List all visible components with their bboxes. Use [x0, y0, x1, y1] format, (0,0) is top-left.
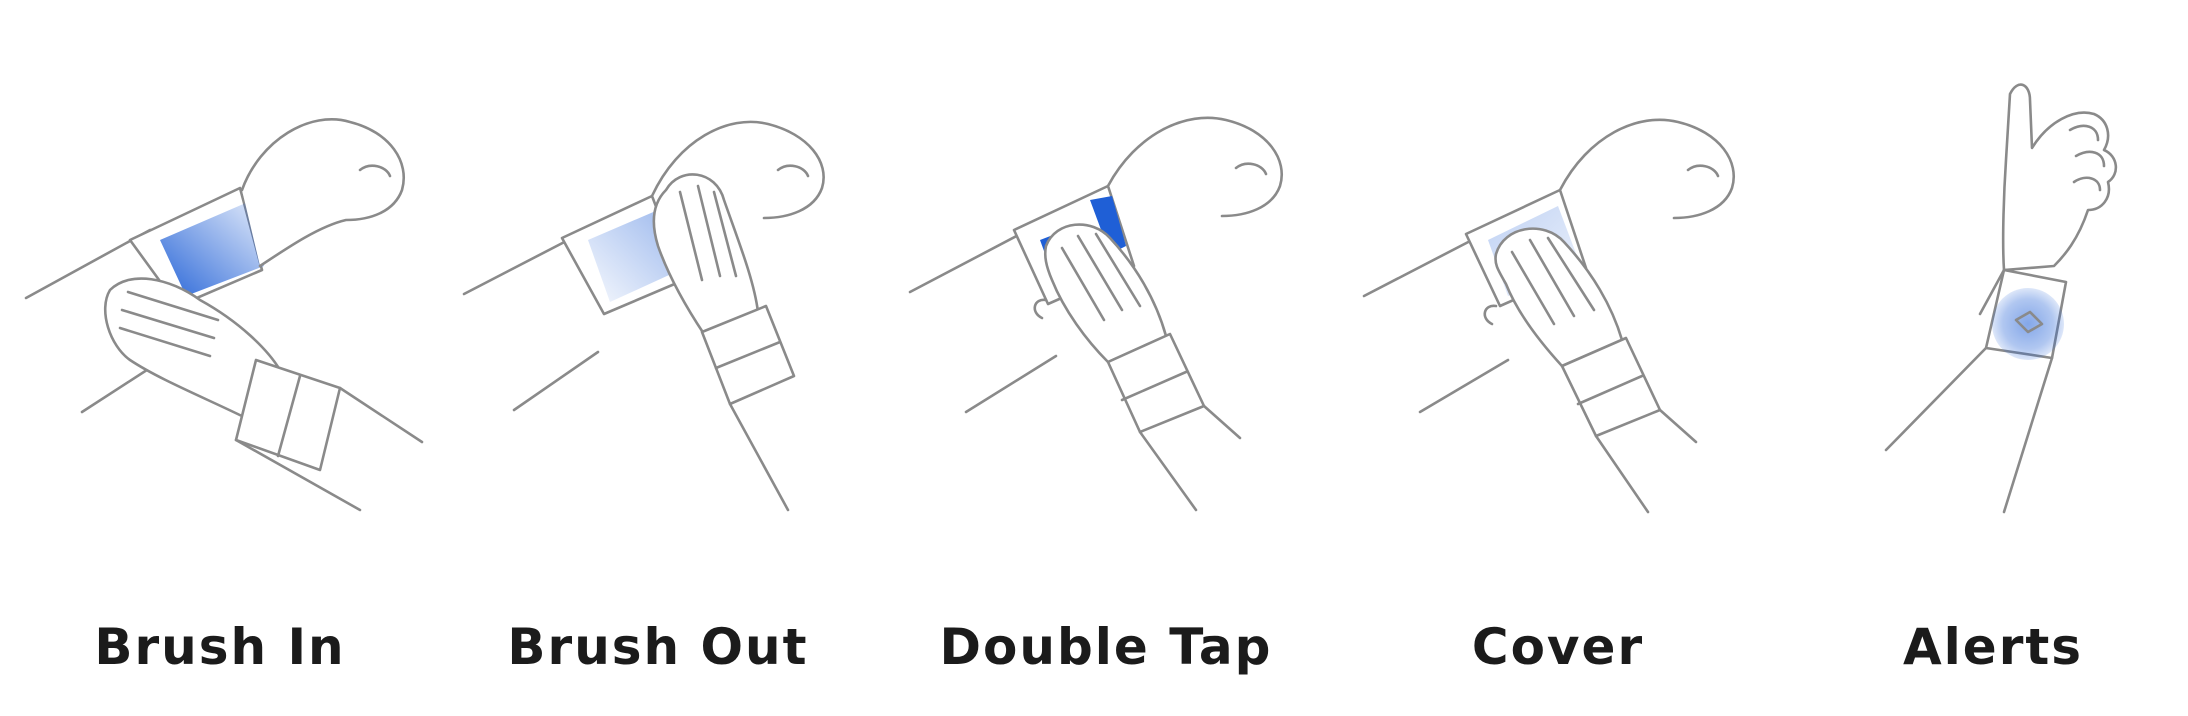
finger-line-3: [712, 190, 738, 278]
worn-wrist-hand: [1558, 118, 1735, 220]
sleeve-edge-line: [24, 228, 152, 300]
cover-illustration: [1362, 118, 1735, 514]
finger-line-1: [1060, 246, 1106, 322]
finger-line-1: [2068, 124, 2100, 142]
alert-device-icon: [2014, 310, 2044, 334]
tap-highlight-2: [1090, 196, 1126, 254]
gesture-brush-out: Brush Out: [448, 0, 868, 716]
wrist-band-screen-glow: [160, 202, 264, 296]
finger-line-3: [2072, 176, 2102, 192]
arm-edge-line: [964, 354, 1058, 414]
gesture-cover: Cover: [1348, 0, 1768, 716]
gesture-brush-in: Brush In: [10, 0, 430, 716]
forearm-lower-line: [1594, 434, 1650, 514]
arm-edge-line: [512, 350, 600, 412]
forearm-lower-line: [728, 402, 790, 512]
forearm-right-line: [2002, 356, 2054, 514]
forearm-upper-line: [338, 386, 424, 444]
gesture-label-double-tap: Double Tap: [939, 618, 1273, 676]
gesture-label-brush-in: Brush In: [94, 618, 346, 676]
finger-line-3: [1546, 236, 1596, 312]
finger-line-1: [1510, 250, 1556, 326]
arm-edge-line: [1418, 358, 1510, 414]
raised-hand: [2001, 83, 2118, 272]
alerts-illustration: [1884, 83, 2118, 514]
thumb-line: [358, 164, 392, 178]
gesture-label-brush-out: Brush Out: [507, 618, 809, 676]
cuff-seam: [1576, 374, 1644, 406]
finger-line-2: [120, 308, 216, 340]
cuff-seam: [714, 340, 782, 370]
finger-line-2: [696, 184, 722, 278]
finger-line-2: [1076, 234, 1124, 312]
brush-in-illustration: [24, 118, 424, 512]
sleeve-edge-line: [1362, 236, 1478, 298]
worn-wrist-hand: [1106, 116, 1283, 218]
thumb-line: [1686, 164, 1720, 178]
thumb-tip-line: [1033, 298, 1048, 320]
thumb-line: [1234, 162, 1268, 176]
gesture-alerts: Alerts: [1808, 0, 2178, 716]
sleeve-edge-line: [462, 234, 578, 296]
alert-glow: [1992, 288, 2064, 360]
gesture-label-alerts: Alerts: [1902, 618, 2084, 676]
sleeve-edge-line: [908, 228, 1030, 294]
finger-line-3: [1094, 232, 1142, 308]
finger-line-2: [1528, 238, 1576, 318]
thumb-line: [776, 164, 810, 178]
forearm-lower-line: [234, 438, 362, 512]
cuff-seam: [276, 374, 302, 458]
finger-line-1: [126, 290, 220, 322]
forearm-upper-line: [1202, 404, 1242, 440]
worn-wrist-hand: [240, 118, 405, 268]
brush-out-illustration: [462, 120, 825, 512]
finger-line-1: [678, 190, 704, 282]
finger-line-2: [2074, 150, 2106, 168]
gesture-double-tap: Double Tap: [896, 0, 1316, 716]
finger-line-3: [118, 326, 212, 358]
double-tap-illustration: [908, 116, 1283, 512]
arm-edge-line: [80, 366, 152, 414]
forearm-left-line: [1884, 346, 1988, 452]
forearm-upper-line: [1658, 408, 1698, 444]
tapping-hand: [1043, 223, 1168, 364]
gesture-label-cover: Cover: [1471, 618, 1645, 676]
sleeve-edge-line: [1978, 268, 2006, 316]
thumb-tip-line: [1483, 304, 1498, 326]
cuff-seam: [1120, 370, 1188, 402]
forearm-lower-line: [1138, 430, 1198, 512]
covering-hand: [1494, 227, 1624, 368]
